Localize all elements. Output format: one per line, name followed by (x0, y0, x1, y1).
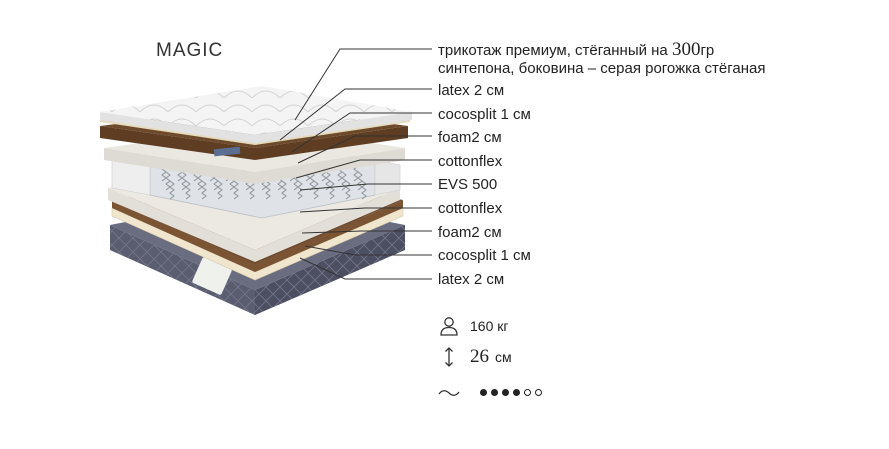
leader-line (301, 230, 432, 234)
cover-unit: гр (700, 42, 715, 59)
top-brand-tag (213, 146, 241, 157)
top-quilted-layer (100, 86, 412, 157)
leader-line (279, 88, 432, 141)
brand-tag (192, 257, 232, 295)
cover-density: 300 (671, 39, 701, 60)
load-value: 160 кг (470, 318, 509, 334)
leader-line (291, 112, 432, 153)
height-value: 26 (470, 346, 489, 367)
stiffness-dot (480, 388, 487, 396)
layer-label-latex-bottom: latex 2 см (438, 271, 505, 288)
stiffness-dot (513, 388, 520, 396)
leader-line (299, 257, 432, 280)
layer-label-cottonflex-bottom: cottonflex (438, 200, 503, 217)
layer-label-cottonflex-top: cottonflex (438, 153, 503, 170)
stiffness-dot (524, 388, 531, 396)
layer-label-cocosplit-bottom: cocosplit 1 см (438, 247, 531, 264)
layer-label-cover: трикотаж премиум, стёганный на 300гр син… (438, 39, 766, 78)
spec-height: 26 см (438, 346, 512, 368)
leader-line (299, 183, 432, 191)
layer-label-foam-bottom: foam2 см (438, 224, 502, 241)
stiffness-dot (491, 388, 498, 396)
spec-load: 160 кг (438, 315, 508, 337)
spec-stiffness (438, 381, 542, 403)
wave-icon (438, 390, 460, 396)
cover-text: трикотаж премиум, стёганный на (438, 42, 672, 59)
user-icon (440, 317, 458, 336)
height-unit: см (495, 349, 512, 365)
layer-label-foam-top: foam2 см (438, 129, 502, 146)
stiffness-dot (535, 388, 542, 396)
product-title: MAGIC (156, 40, 224, 61)
leader-line (304, 245, 432, 256)
vertical-arrows-icon (445, 347, 453, 367)
leader-line (295, 159, 432, 179)
leader-line (297, 135, 432, 164)
cover-text-line2: синтепона, боковина – серая рогожка стёг… (438, 60, 766, 77)
layer-label-cocosplit-top: cocosplit 1 см (438, 106, 531, 123)
layer-label-latex-top: latex 2 см (438, 82, 505, 99)
leader-line (299, 207, 432, 213)
leader-lines (279, 48, 432, 280)
layer-label-evs: EVS 500 (438, 176, 498, 193)
stiffness-dots (480, 388, 542, 396)
leader-line (294, 48, 432, 121)
stiffness-dot (502, 388, 509, 396)
